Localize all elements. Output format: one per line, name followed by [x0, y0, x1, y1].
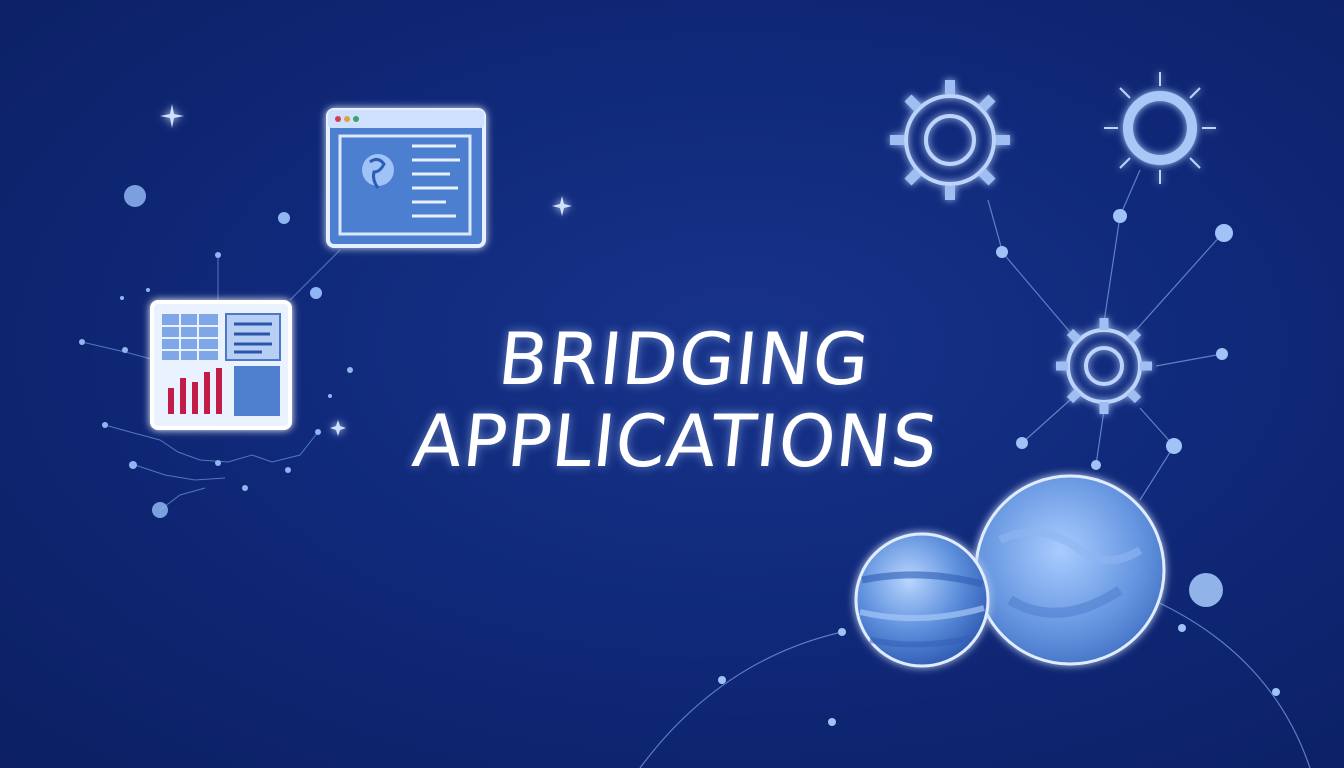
globe-icon: [854, 532, 990, 668]
headline-line-1: BRIDGING: [494, 317, 875, 401]
right-network-nodes: [718, 209, 1280, 726]
gear-icon: [1056, 318, 1152, 414]
sun-icon: [1104, 72, 1216, 184]
dashboard-icon: [150, 300, 292, 430]
headline-line-2: APPLICATIONS: [408, 399, 943, 483]
headline: BRIDGING APPLICATIONS: [391, 317, 968, 483]
star-icon: [160, 104, 572, 436]
browser-window-icon: [326, 108, 486, 248]
globe-icon: [974, 474, 1166, 666]
gear-icon: [890, 80, 1010, 200]
right-network-lines: [639, 169, 1311, 768]
left-network-nodes: [79, 185, 353, 518]
